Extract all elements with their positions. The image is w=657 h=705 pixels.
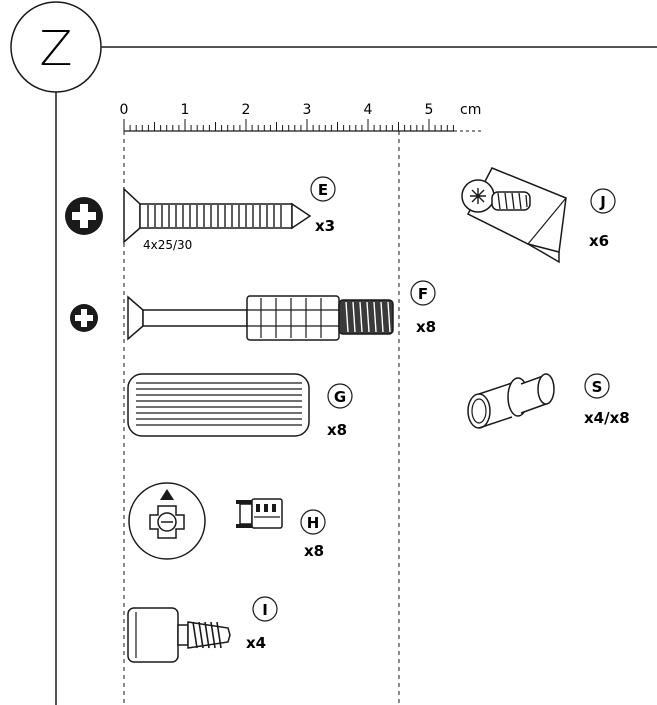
part-j-letter: J xyxy=(599,193,606,211)
part-s-quantity: x4/x8 xyxy=(584,409,630,427)
part-i-letter: I xyxy=(262,601,268,619)
part-g-quantity: x8 xyxy=(327,421,347,439)
part-i-cam-stud xyxy=(127,607,231,663)
part-e-letter: E xyxy=(318,181,328,199)
bolt-thread xyxy=(359,301,363,333)
part-f-connector-bolt xyxy=(127,295,394,341)
phillips-screwdriver-icon xyxy=(65,197,103,235)
part-s-shelf-support xyxy=(467,373,555,429)
ruler-label-3: 3 xyxy=(303,102,312,118)
part-e-spec: 4x25/30 xyxy=(143,238,192,252)
part-j-corner-bracket xyxy=(461,167,567,264)
part-h-cam-side-view xyxy=(236,498,283,529)
part-s-label-badge: S xyxy=(584,373,610,399)
bolt-thread xyxy=(352,301,356,333)
part-s-letter: S xyxy=(592,378,603,396)
stud-thread xyxy=(204,621,210,649)
part-h-label-badge: H xyxy=(300,509,326,535)
part-j-quantity: x6 xyxy=(589,232,609,250)
bolt-thread xyxy=(345,301,349,333)
ruler-labels: 0 1 2 3 4 5 cm xyxy=(120,102,482,118)
bolt-thread xyxy=(387,301,391,333)
part-g-letter: G xyxy=(334,388,346,406)
part-e-screw xyxy=(123,187,312,244)
stud-thread xyxy=(198,621,204,649)
ruler-label-4: 4 xyxy=(364,102,373,118)
part-g-label-badge: G xyxy=(327,383,353,409)
bolt-thread xyxy=(380,301,384,333)
part-e-label-badge: E xyxy=(310,176,336,202)
bolt-thread xyxy=(366,301,370,333)
ruler: 0 1 2 3 4 5 cm xyxy=(120,102,482,132)
part-f-letter: F xyxy=(418,285,428,303)
ruler-ticks xyxy=(123,119,454,131)
part-f-label-badge: F xyxy=(410,280,436,306)
part-f-quantity: x8 xyxy=(416,318,436,336)
part-e-quantity: x3 xyxy=(315,217,335,235)
ruler-label-0: 0 xyxy=(120,102,129,118)
part-h-letter: H xyxy=(307,514,320,532)
step-label: Z xyxy=(40,21,73,77)
stud-thread xyxy=(216,621,222,649)
phillips-screwdriver-icon xyxy=(70,304,98,332)
ruler-unit: cm xyxy=(460,102,481,118)
step-header: Z xyxy=(10,1,657,705)
ruler-label-1: 1 xyxy=(181,102,190,118)
ruler-label-5: 5 xyxy=(425,102,434,118)
part-i-label-badge: I xyxy=(252,596,278,622)
part-h-quantity: x8 xyxy=(304,542,324,560)
part-j-label-badge: J xyxy=(590,188,616,214)
part-i-quantity: x4 xyxy=(246,634,266,652)
stud-thread xyxy=(210,621,216,649)
part-g-dowel xyxy=(127,373,310,437)
bolt-thread xyxy=(373,301,377,333)
ruler-label-2: 2 xyxy=(242,102,251,118)
part-h-cam-lock xyxy=(128,482,206,560)
stud-thread xyxy=(192,621,198,649)
